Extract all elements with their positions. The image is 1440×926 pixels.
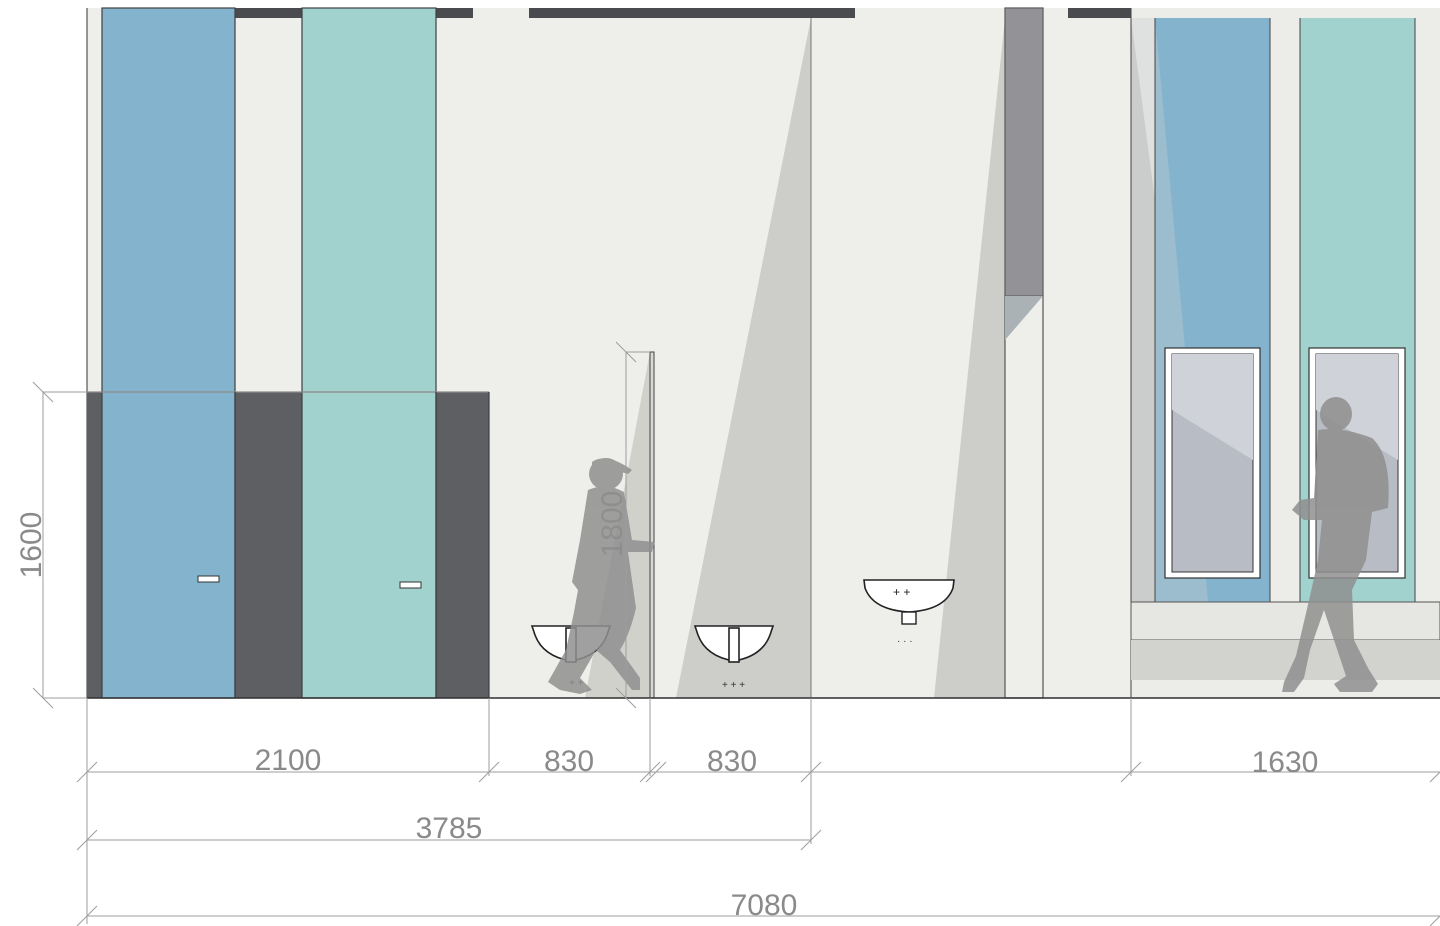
dimension-wall-height: 1600 xyxy=(15,512,48,579)
cubicle-door-handle-icon xyxy=(197,575,220,583)
dimension-cubicles-width: 2100 xyxy=(255,744,322,777)
mirror-icon xyxy=(1164,347,1261,579)
cubicle-door-teal xyxy=(302,8,436,698)
dimension-lines xyxy=(32,341,1440,926)
vanity-counter xyxy=(1130,601,1440,680)
privacy-screen xyxy=(649,351,655,699)
cubicle-block xyxy=(87,7,490,699)
dimension-basin-2-width: 830 xyxy=(707,745,757,778)
right-section xyxy=(1130,8,1440,698)
wash-basin-icon: + + · · · xyxy=(863,579,955,647)
person-silhouette-icon xyxy=(548,458,655,694)
dimension-right-section-width: 1630 xyxy=(1252,746,1319,779)
cubicle-door-blue xyxy=(102,8,235,698)
dimension-partition-height: 1800 xyxy=(596,491,629,558)
svg-text:+ + +: + + + xyxy=(722,680,745,691)
person-silhouette-icon xyxy=(1282,397,1389,692)
dimension-basin-1-width: 830 xyxy=(544,745,594,778)
svg-text:+ +: + + xyxy=(893,585,910,599)
dimension-subtotal-width: 3785 xyxy=(416,812,483,845)
dimension-total-width: 7080 xyxy=(731,889,798,922)
wash-basin-icon: + + + xyxy=(693,625,775,691)
cubicle-door-handle-icon xyxy=(399,581,422,589)
svg-text:· · ·: · · · xyxy=(897,636,913,647)
wall-column xyxy=(1004,7,1044,699)
